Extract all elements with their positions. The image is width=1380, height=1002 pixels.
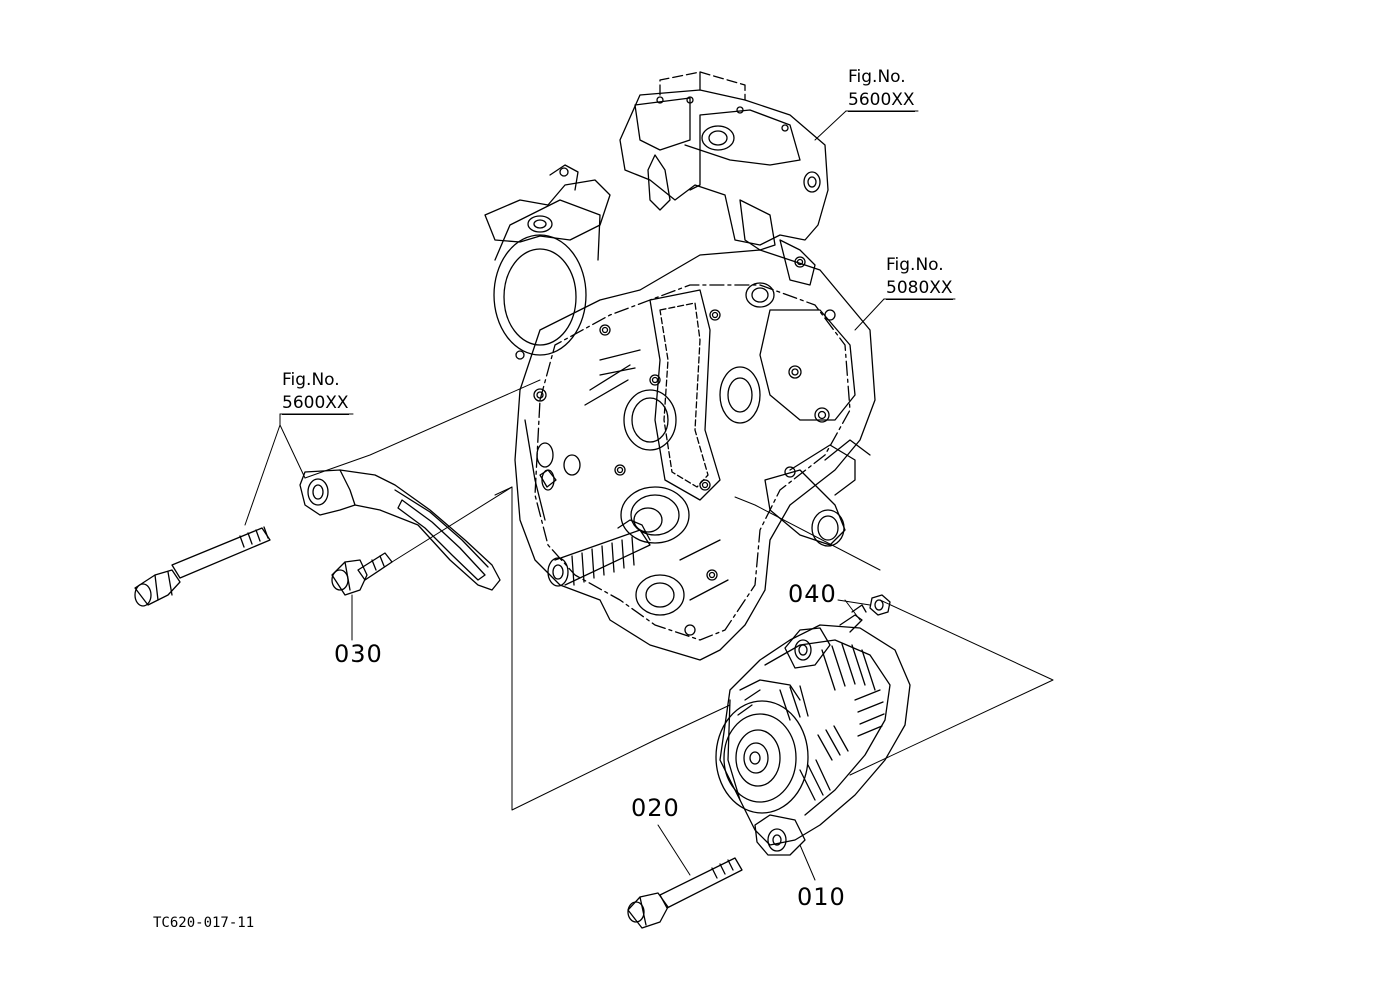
reference-left-number[interactable]: 5600XX	[282, 393, 349, 415]
nut-040	[870, 595, 890, 615]
part-label-040[interactable]: 040	[788, 580, 837, 608]
reference-left-title: Fig.No.	[282, 370, 340, 390]
reference-right-number[interactable]: 5080XX	[886, 278, 953, 300]
bolt-020	[628, 858, 742, 928]
drawing-code: TC620-017-11	[153, 915, 255, 931]
long-bolt	[135, 527, 270, 606]
alternator-stay-bracket	[300, 470, 500, 590]
alternator	[716, 605, 910, 855]
reference-right-title: Fig.No.	[886, 255, 944, 275]
part-label-010[interactable]: 010	[797, 883, 846, 911]
reference-top-number[interactable]: 5600XX	[848, 90, 915, 112]
reference-top-title: Fig.No.	[848, 67, 906, 87]
engine-block	[485, 72, 875, 660]
bolt-030	[332, 553, 392, 595]
part-label-030[interactable]: 030	[334, 640, 383, 668]
part-label-020[interactable]: 020	[631, 794, 680, 822]
